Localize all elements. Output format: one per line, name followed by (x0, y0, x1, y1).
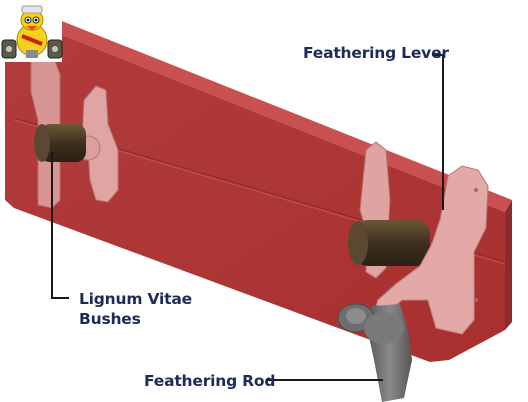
right-lignum-vitae-bush (348, 220, 430, 266)
lignum-vitae-bushes-label: Lignum Vitae Bushes (79, 289, 192, 329)
feathering-lever-part (371, 165, 489, 335)
leader-feathering-lever (432, 54, 444, 210)
leader-lignum-vitae (51, 152, 69, 299)
feathering-rod-part (337, 303, 412, 402)
leader-lines (51, 54, 444, 381)
lignum-vitae-label-line2: Bushes (79, 310, 141, 328)
feathering-lever-label: Feathering Lever (303, 44, 449, 62)
lignum-vitae-label-line1: Lignum Vitae (79, 290, 192, 308)
feathering-rod-label: Feathering Rod (144, 372, 276, 390)
duck-robot-logo (1, 2, 63, 62)
left-lignum-vitae-bush (34, 124, 86, 162)
